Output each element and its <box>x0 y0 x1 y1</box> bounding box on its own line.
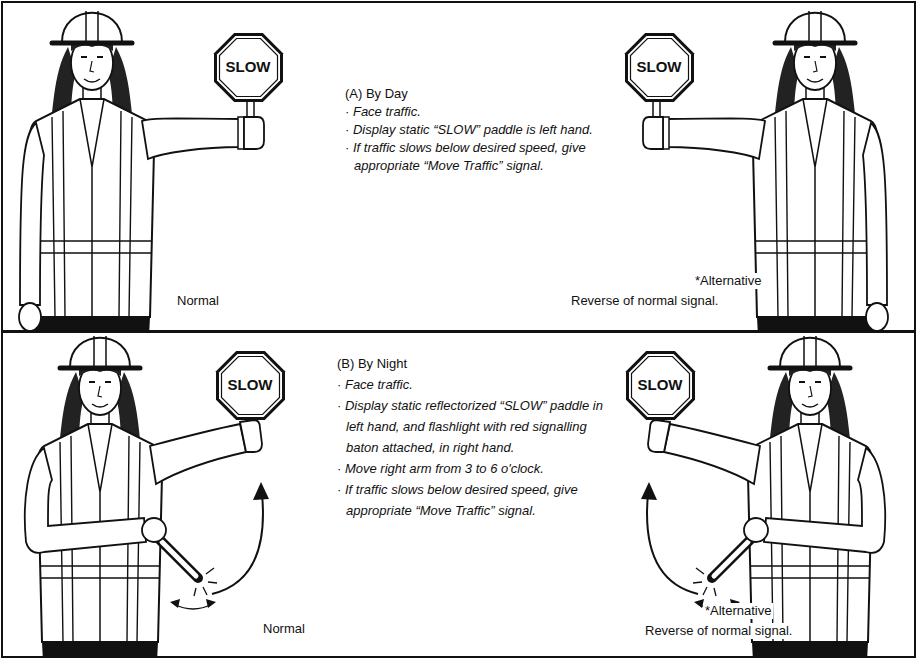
slow-paddle: SLOW <box>213 32 284 103</box>
octagon-face <box>217 36 280 99</box>
night-figures <box>25 336 885 656</box>
signal-caption: Reverse of normal signal. <box>643 623 794 639</box>
caption-holder: Reverse of normal signal. <box>569 291 720 309</box>
instruction-bullet: · Face traffic. <box>345 103 603 121</box>
signal-caption: Reverse of normal signal. <box>569 293 720 309</box>
paddle-text: SLOW <box>228 376 273 394</box>
caption-holder: Reverse of normal signal. <box>643 621 794 639</box>
slow-paddle: SLOW <box>215 350 286 421</box>
caption-holder: *Alternative <box>703 601 773 619</box>
hanging-arm <box>19 123 44 330</box>
instruction-panel: SLOW SLOW (A) By Day· Face traffic.· Displ… <box>1 1 916 332</box>
caption-holder: *Alternative <box>693 271 763 289</box>
instruction-bullet: · If traffic slows below desired speed, … <box>337 479 605 521</box>
baton-arm <box>641 448 885 609</box>
hanging-arm <box>863 123 888 330</box>
signal-caption: *Alternative <box>693 273 763 289</box>
octagon-rim <box>216 351 285 420</box>
octagon-inner-line <box>221 356 279 414</box>
paddle-text: SLOW <box>637 58 682 76</box>
instruction-bullet: · If traffic slows below desired speed, … <box>345 139 603 175</box>
octagon-face <box>219 354 282 417</box>
paddle-arm <box>648 414 760 484</box>
paddle-arm <box>150 414 262 484</box>
caption-holder: Normal <box>261 619 307 637</box>
octagon-rim <box>625 33 694 102</box>
signal-caption: *Alternative <box>703 603 773 619</box>
signal-caption: Normal <box>261 621 307 637</box>
panel-heading: (A) By Day <box>345 85 603 103</box>
octagon-face <box>628 36 691 99</box>
day-figures <box>19 11 888 330</box>
instruction-bullet: · Display static reflectorized “SLOW” pa… <box>337 395 605 458</box>
instruction-bullet: · Display static “SLOW” paddle is left h… <box>345 121 603 139</box>
instruction-bullet: · Face traffic. <box>337 374 605 395</box>
octagon-inner-line <box>631 356 689 414</box>
paddle-text: SLOW <box>226 58 271 76</box>
slow-paddle: SLOW <box>625 350 696 421</box>
octagon-rim <box>214 33 283 102</box>
flagger-body <box>753 11 878 330</box>
panel-heading: (B) By Night <box>337 353 605 374</box>
instruction-panel: SLOW SLOW (B) By Night· Face traffic.· Dis… <box>1 331 916 658</box>
octagon-rim <box>626 351 695 420</box>
octagon-inner-line <box>630 38 688 96</box>
octagon-face <box>629 354 692 417</box>
caption-holder: Normal <box>175 291 221 309</box>
flagger-body <box>38 336 163 656</box>
octagon-inner-line <box>219 38 277 96</box>
instruction-column: (A) By Day· Face traffic.· Display stati… <box>345 85 603 175</box>
paddle-text: SLOW <box>638 376 683 394</box>
instruction-bullet: · Move right arm from 3 to 6 o'clock. <box>337 458 605 479</box>
baton-arm <box>25 448 269 609</box>
slow-paddle: SLOW <box>624 32 695 103</box>
paddle-arm <box>142 97 264 159</box>
flagger-body <box>30 11 155 330</box>
paddle-arm <box>643 97 765 159</box>
instruction-column: (B) By Night· Face traffic.· Display sta… <box>337 353 605 521</box>
signal-caption: Normal <box>175 293 221 309</box>
